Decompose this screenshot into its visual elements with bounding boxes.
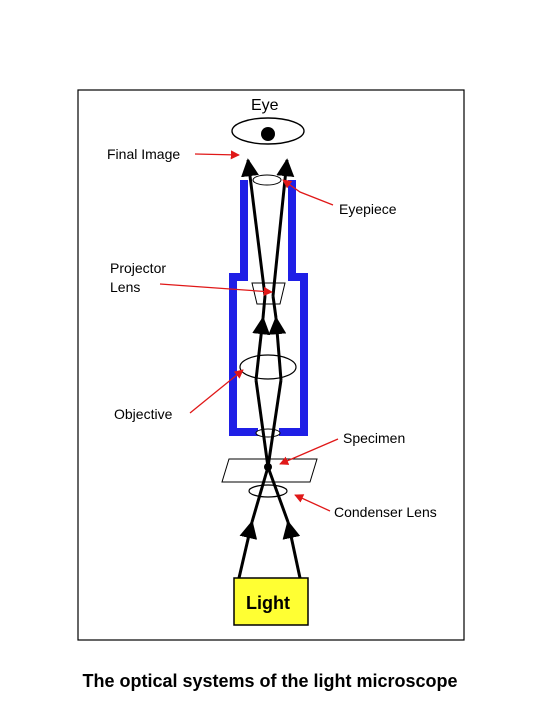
condenser-lens-label: Condenser Lens <box>334 504 437 520</box>
light-box <box>233 577 309 626</box>
condenser-lens <box>248 484 288 498</box>
eye-shape <box>231 117 305 145</box>
eye-label: Eye <box>251 97 279 114</box>
objective-label: Objective <box>114 406 173 422</box>
pointer-lines <box>159 150 339 512</box>
projector-lens-label-line2: Lens <box>110 279 140 295</box>
specimen-label: Specimen <box>343 430 405 446</box>
eyepiece-label: Eyepiece <box>339 201 397 217</box>
projector-lens-label-line1: Projector <box>110 260 166 276</box>
front-lens <box>255 428 281 438</box>
diagram-frame <box>77 89 465 641</box>
microscope-tube <box>229 180 308 436</box>
figure-caption: The optical systems of the light microsc… <box>82 671 458 691</box>
final-image-label: Final Image <box>107 146 180 162</box>
objective-lens <box>239 354 297 380</box>
light-rays <box>237 158 302 579</box>
light-label: Light <box>246 593 290 613</box>
eyepiece-lens <box>252 174 282 186</box>
projector-lens <box>251 282 286 305</box>
